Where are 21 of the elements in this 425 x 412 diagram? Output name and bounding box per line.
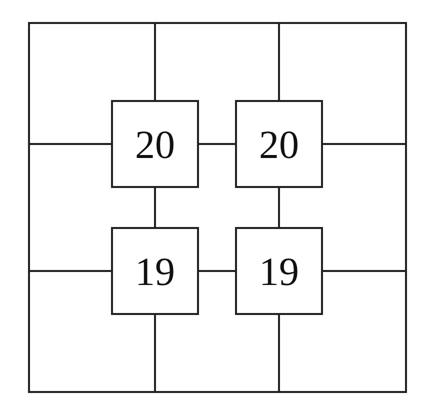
number-box [235,227,323,315]
number-label: 20 [135,120,175,168]
connector-line [30,270,111,272]
connector-line [30,143,111,145]
connector-line [323,270,405,272]
number-box [111,227,199,315]
connector-line [278,188,280,227]
connector-line [154,188,156,227]
connector-line [278,315,280,391]
connector-line [154,315,156,391]
number-label: 19 [259,248,299,294]
grid-frame [28,22,407,393]
connector-line [199,143,235,145]
connector-line [278,24,280,100]
number-label: 20 [259,120,299,168]
connector-line [199,270,235,272]
connector-line [154,24,156,100]
number-label: 19 [135,248,175,294]
number-box [235,100,323,188]
connector-line [323,143,405,145]
number-box [111,100,199,188]
